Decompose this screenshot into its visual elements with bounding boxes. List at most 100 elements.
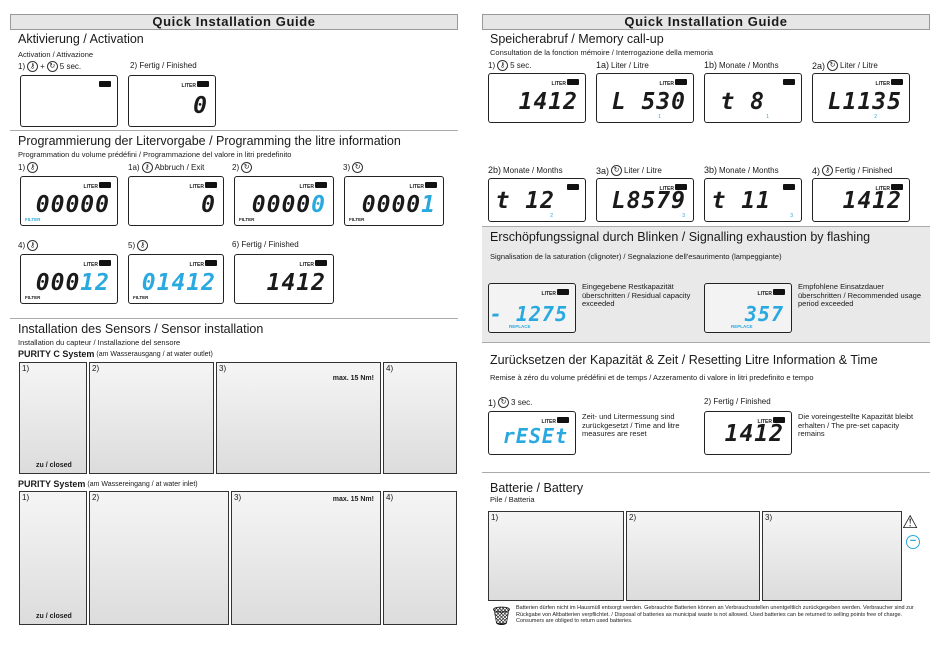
battery-icon	[675, 184, 687, 190]
section-subtitle: Signalisation de la saturation (clignote…	[490, 252, 782, 261]
key-icon: ⚷	[137, 240, 149, 251]
battery-disposal-note: Batterien dürfen nicht im Hausmüll entso…	[516, 605, 914, 624]
section-title: Aktivierung / Activation	[18, 32, 144, 46]
key-icon: ⚷	[822, 165, 834, 176]
key-icon: ⚷	[497, 60, 509, 71]
step-label: 3)↻	[343, 162, 364, 173]
trash-bin-icon: 🗑	[490, 606, 513, 626]
step-label: 1) ⚷5 sec.	[488, 60, 532, 71]
section-subtitle: Installation du capteur / Installazione …	[18, 338, 181, 347]
step-label: 1b)Monate / Months	[704, 60, 779, 70]
section-subtitle: Programmation du volume prédéfini / Prog…	[18, 150, 292, 159]
step-label: 3b)Monate / Months	[704, 165, 779, 175]
battery-photo-3: 3)	[762, 511, 902, 601]
step-label: 2a)↻Liter / Litre	[812, 60, 878, 71]
key-icon: ⚷	[27, 61, 39, 72]
rotate-icon: ↻	[46, 61, 58, 72]
battery-icon	[567, 184, 579, 190]
section-title: Batterie / Battery	[490, 481, 584, 495]
battery-icon	[783, 79, 795, 85]
battery-icon	[891, 184, 903, 190]
section-subtitle: Pile / Batteria	[490, 495, 535, 504]
system-label: PURITY System(am Wassereingang / at wate…	[18, 479, 198, 489]
page-title: Quick Installation Guide	[10, 14, 458, 30]
battery-icon	[205, 260, 217, 266]
step-label: 1)⚷	[18, 162, 39, 173]
battery-icon	[675, 79, 687, 85]
section-title: Installation des Sensors / Sensor instal…	[18, 322, 264, 336]
lcd-display-blank	[20, 75, 118, 127]
section-title: Erschöpfungssignal durch Blinken / Signa…	[490, 230, 871, 244]
battery-icon	[99, 81, 111, 87]
rotate-icon: ↻	[498, 397, 510, 408]
memory-section: Speicherabruf / Memory call-up Consultat…	[482, 30, 930, 226]
step-label: 1a)Liter / Litre	[596, 60, 649, 70]
page-title: Quick Installation Guide	[482, 14, 930, 30]
battery-photo-1: 1)	[488, 511, 624, 601]
step-label: 2)↻	[232, 162, 253, 173]
battery-icon	[783, 184, 795, 190]
step-2-label: 2) Fertig / Finished	[130, 61, 197, 70]
install-photo-1: 1)zu / closed	[19, 362, 87, 474]
battery-icon	[557, 417, 569, 423]
install-photo-3: 3)max. 15 Nm!	[216, 362, 381, 474]
battery-icon	[197, 81, 209, 87]
exhaustion-text-2: Empfohlene Einsatzdauer überschritten / …	[798, 282, 921, 308]
exhaustion-text-1: Eingegebene Restkapazität überschritten …	[582, 282, 691, 308]
install-photo-2: 2)	[89, 362, 214, 474]
battery-icon	[567, 79, 579, 85]
key-icon: ⚷	[141, 162, 153, 173]
step-label: 1a)⚷Abbruch / Exit	[128, 162, 205, 173]
battery-icon	[773, 417, 785, 423]
battery-icon	[773, 289, 785, 295]
step-label: 2b)Monate / Months	[488, 165, 563, 175]
install-photo-2: 2)	[89, 491, 229, 625]
install-photo-4: 4)	[383, 362, 457, 474]
step-1-label: 1)⚷+↻5 sec.	[18, 61, 82, 72]
install-photo-3: 3)max. 15 Nm!	[231, 491, 381, 625]
step-label: 6) Fertig / Finished	[232, 240, 299, 249]
install-photo-4: 4)	[383, 491, 457, 625]
step-label: 4)⚷	[18, 240, 39, 251]
system-label: PURITY C System(am Wasserausgang / at wa…	[18, 349, 213, 359]
battery-icon	[425, 182, 437, 188]
battery-icon	[891, 79, 903, 85]
warning-icon: ⚠	[902, 512, 919, 532]
reset-text-2: Die voreingestellte Kapazität bleibt erh…	[798, 412, 914, 438]
battery-icon	[315, 182, 327, 188]
step-label: 3a)↻Liter / Litre	[596, 165, 662, 176]
battery-icon	[557, 289, 569, 295]
reset-section: Zurücksetzen der Kapazität & Zeit / Rese…	[482, 342, 930, 472]
battery-icon	[99, 182, 111, 188]
section-subtitle: Activation / Attivazione	[18, 50, 94, 59]
step-label: 1)↻3 sec.	[488, 397, 533, 408]
battery-icon	[315, 260, 327, 266]
battery-icon	[205, 182, 217, 188]
right-page: Quick Installation Guide Speicherabruf /…	[482, 14, 930, 654]
rotate-icon: ↻	[827, 60, 839, 71]
section-title: Zurücksetzen der Kapazität & Zeit / Rese…	[490, 353, 878, 367]
battery-photo-2: 2)	[626, 511, 760, 601]
section-title: Speicherabruf / Memory call-up	[490, 32, 664, 46]
exhaustion-section: Erschöpfungssignal durch Blinken / Signa…	[482, 226, 930, 342]
key-icon: ⚷	[27, 162, 39, 173]
step-label: 4)⚷Fertig / Finished	[812, 165, 893, 176]
reset-text-1: Zeit- und Litermessung sind zurückgesetz…	[582, 412, 680, 438]
